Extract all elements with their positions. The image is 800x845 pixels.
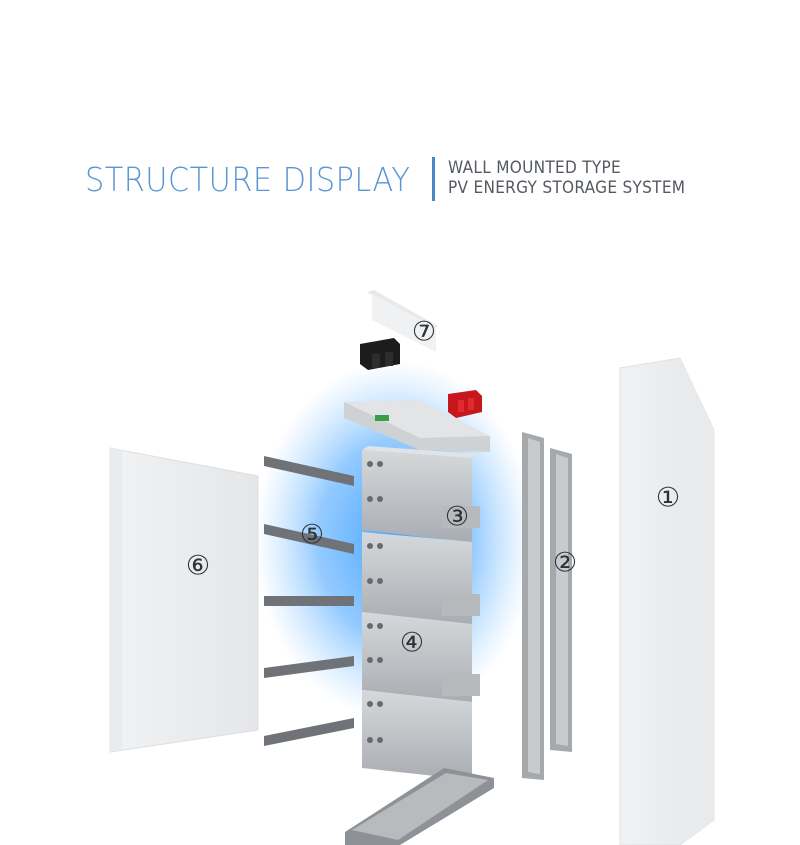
mounting-bars xyxy=(264,456,354,746)
battery-module-2 xyxy=(362,532,480,624)
exploded-diagram: ① ② ③ ④ ⑤ ⑥ ⑦ xyxy=(0,240,800,845)
callout-2: ② xyxy=(552,547,578,579)
battery-module-1 xyxy=(362,446,480,542)
subtitle-line-1: WALL MOUNTED TYPE xyxy=(448,158,622,177)
front-cover xyxy=(619,357,715,845)
header: STRUCTURE DISPLAY WALL MOUNTED TYPE PV E… xyxy=(0,0,800,240)
callout-5: ⑤ xyxy=(299,519,325,551)
page-title: STRUCTURE DISPLAY xyxy=(85,160,411,199)
black-connector xyxy=(360,338,400,370)
bottom-tray xyxy=(345,768,494,845)
side-rail-outer xyxy=(522,432,544,780)
top-control-box xyxy=(344,400,490,452)
callout-1: ① xyxy=(655,482,681,514)
terminal-cover-plate xyxy=(367,290,438,352)
callout-6: ⑥ xyxy=(185,550,211,582)
callout-7: ⑦ xyxy=(411,316,437,348)
red-connector xyxy=(448,390,482,418)
callout-4: ④ xyxy=(399,627,425,659)
title-divider xyxy=(432,157,435,201)
subtitle-line-2: PV ENERGY STORAGE SYSTEM xyxy=(448,178,686,197)
side-rail-inner xyxy=(550,448,572,752)
exploded-view-illustration xyxy=(109,290,715,845)
battery-module-4 xyxy=(362,674,480,780)
back-panel xyxy=(109,447,259,753)
callout-3: ③ xyxy=(444,501,470,533)
